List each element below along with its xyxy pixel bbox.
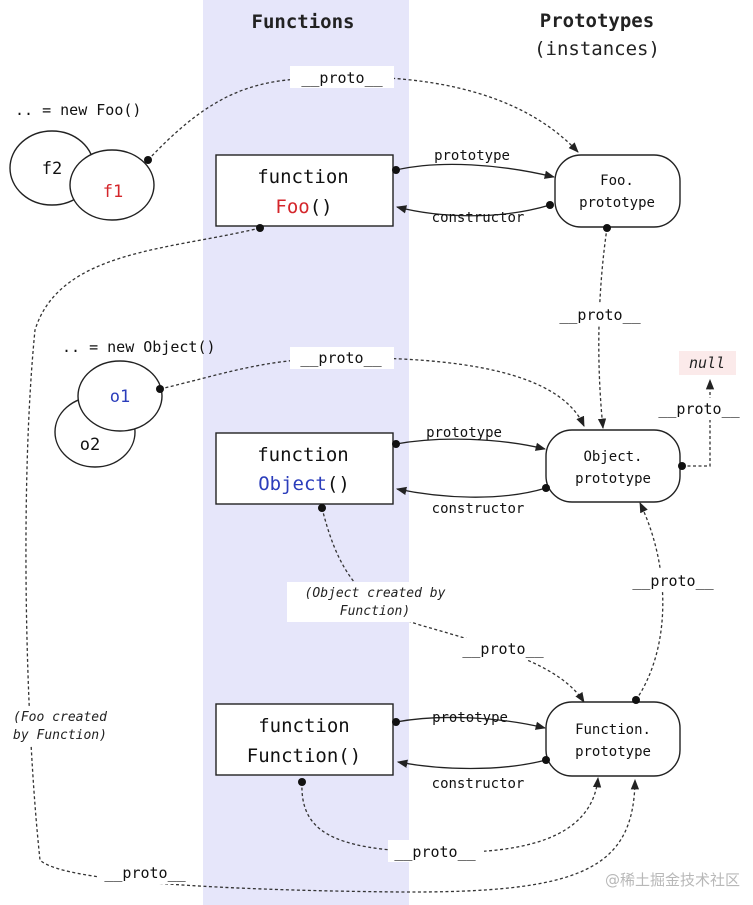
object-function-box (215, 432, 394, 505)
f1-proto-link (147, 76, 579, 161)
dot-funcproto-constructor (542, 756, 550, 764)
f1-instance (69, 149, 155, 221)
dot-object-proto (318, 504, 326, 512)
dot-f1 (144, 156, 152, 164)
dot-foo-proto (256, 224, 264, 232)
object-prototype-link (395, 438, 547, 451)
prototype-label-function: prototype (432, 710, 508, 726)
object-function-name: Object() (258, 473, 350, 495)
object-constructor-link (395, 486, 547, 498)
objproto-proto-null-link (682, 378, 715, 467)
proto-label-function: __proto__ (394, 843, 476, 861)
foo-proto-link (25, 227, 640, 893)
dot-fooproto-proto (603, 224, 611, 232)
foo-prototype-link (395, 163, 556, 179)
function-prototype-line1: Function. (575, 722, 651, 738)
function-function-name: Function() (247, 745, 361, 767)
function-prototype-link (395, 716, 547, 730)
function-prototype-line2: prototype (575, 744, 651, 760)
proto-label-o1: __proto__ (300, 349, 382, 367)
function-function-keyword: function (258, 715, 350, 737)
object-prototype-object (545, 429, 681, 503)
prototypes-header: Prototypes (540, 10, 654, 32)
object-created-note-line1: (Object created by (305, 586, 446, 601)
foo-prototype-object (554, 154, 681, 228)
object-created-note-line2: Function) (340, 604, 410, 619)
proto-label-f1: __proto__ (301, 69, 383, 87)
constructor-label-object: constructor (432, 501, 525, 517)
foo-created-note-line2: by Function) (13, 728, 107, 743)
foo-constructor-link (395, 204, 551, 217)
foo-prototype-line1: Foo. (600, 173, 634, 189)
null-label: null (689, 354, 725, 372)
object-prototype-line2: prototype (575, 471, 651, 487)
new-object-label: .. = new Object() (62, 338, 216, 356)
dot-object-prototype (392, 440, 400, 448)
constructor-label-function: constructor (432, 776, 525, 792)
proto-label-foo: __proto__ (104, 864, 186, 882)
constructor-label-foo: constructor (432, 210, 525, 226)
function-constructor-link (396, 759, 547, 770)
dot-function-proto (298, 778, 306, 786)
foo-function-name: Foo() (275, 196, 332, 218)
dot-objproto-proto (678, 462, 686, 470)
prototype-label-foo: prototype (434, 148, 510, 164)
proto-label-fooproto: __proto__ (559, 306, 641, 324)
dot-funcproto-proto (632, 696, 640, 704)
functions-header: Functions (252, 11, 355, 33)
dot-foo-prototype (392, 166, 400, 174)
foo-function-box (215, 154, 394, 227)
dot-o1 (156, 385, 164, 393)
new-foo-label: .. = new Foo() (15, 101, 141, 119)
dot-function-prototype (392, 718, 400, 726)
f1-label: f1 (103, 182, 123, 202)
foo-created-note-line1: (Foo created (13, 710, 107, 725)
dot-fooproto-constructor (546, 201, 554, 209)
object-proto-link (321, 507, 585, 703)
object-prototype-line1: Object. (583, 449, 642, 465)
o1-instance (77, 360, 163, 432)
watermark: @稀土掘金技术社区 (605, 871, 740, 889)
f2-label: f2 (42, 159, 62, 179)
proto-label-funcproto: __proto__ (632, 572, 714, 590)
function-prototype-object (545, 701, 681, 777)
object-function-keyword: function (257, 444, 349, 466)
fooproto-proto-link (597, 227, 608, 430)
proto-label-object: __proto__ (462, 640, 544, 658)
dot-objproto-constructor (542, 484, 550, 492)
prototype-label-object: prototype (426, 425, 502, 441)
null-badge (679, 351, 736, 375)
function-function-box (215, 703, 394, 776)
instances-subheader: (instances) (534, 38, 660, 60)
foo-prototype-line2: prototype (579, 195, 655, 211)
foo-function-keyword: function (257, 166, 349, 188)
proto-label-objproto: __proto__ (658, 400, 740, 418)
o1-label: o1 (110, 387, 130, 407)
funcproto-proto-link (635, 502, 664, 701)
o2-label: o2 (80, 435, 100, 455)
